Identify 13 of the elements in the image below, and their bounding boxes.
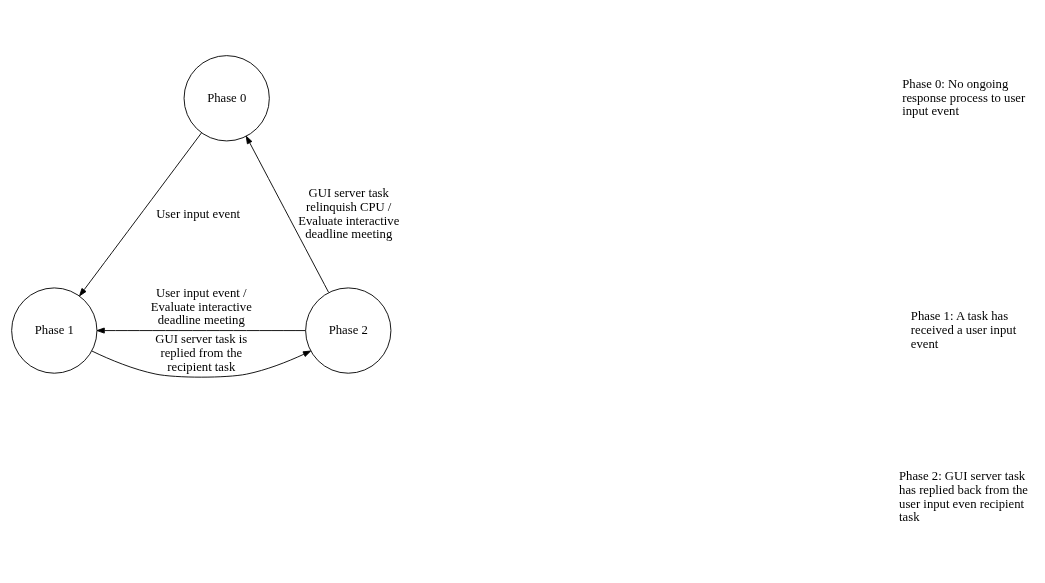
node-circle: Phase 0	[183, 54, 270, 141]
arrow	[79, 132, 202, 296]
edge-label: User input event	[156, 206, 241, 221]
edge-label: User input event / Evaluate interactive deadline meeting	[150, 285, 252, 327]
arrow	[91, 350, 312, 378]
label: Phase 2: GUI server task has replied back from the user input even recipient task	[899, 468, 1029, 524]
edge-label: GUI server task is replied from the recipient task	[155, 331, 248, 374]
arrow	[96, 327, 306, 334]
label: Phase 1: A task has received a user input event	[910, 308, 1017, 351]
edge-label: GUI server task relinquish CPU / Evaluate interactive deadline meeting	[298, 185, 400, 241]
label: Phase 0: No ongoing response process to user input event	[902, 76, 1026, 118]
node-circle: Phase 2	[305, 286, 392, 374]
arrow	[245, 135, 330, 293]
